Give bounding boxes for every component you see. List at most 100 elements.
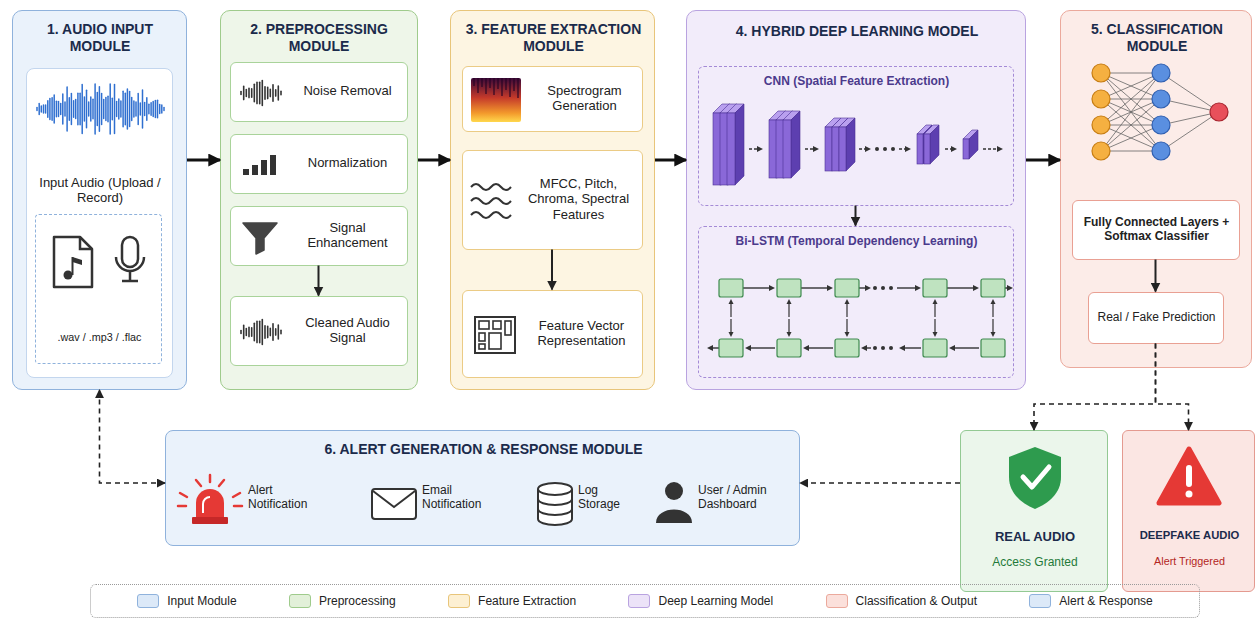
graphic-part <box>990 299 995 304</box>
graphic-part <box>471 198 511 204</box>
graphic-part <box>96 92 98 125</box>
graphic-part <box>719 279 743 297</box>
result-box: REAL AUDIOAccess Granted <box>960 430 1108 592</box>
graphic-part <box>769 111 786 120</box>
box-label: Access Granted <box>965 555 1105 569</box>
box-label: Real / Fake Prediction <box>1095 310 1219 324</box>
graphic-part <box>1186 465 1192 487</box>
graphic-part <box>272 323 274 340</box>
graphic-part <box>274 89 276 95</box>
graphic-part <box>897 287 915 288</box>
graphic-part <box>538 499 572 515</box>
graphic-part <box>846 304 847 317</box>
graphic-part <box>1005 287 1007 288</box>
box-label: .wav / .mp3 / .flac <box>36 331 163 344</box>
graphic-part <box>203 497 210 513</box>
format-box: .wav / .mp3 / .flac <box>35 214 162 364</box>
graphic-part <box>905 146 911 152</box>
text-holder: Email Notification <box>422 483 502 512</box>
graphic-part <box>73 257 83 265</box>
graphic-part <box>932 332 937 337</box>
graphic-part <box>280 91 282 95</box>
text-holder: Real / Fake Prediction <box>1095 310 1219 324</box>
graphic-part <box>1161 112 1219 125</box>
legend-swatch <box>826 594 848 608</box>
process-box: Normalization <box>230 134 408 194</box>
graphic-part <box>923 125 932 164</box>
dashed-connector <box>800 482 960 484</box>
process-box: Fully Connected Layers + Softmax Classif… <box>1072 200 1240 260</box>
graphic-part <box>875 147 879 151</box>
graphic-part <box>720 104 737 113</box>
graphic-part <box>707 345 713 351</box>
graphic-part <box>501 78 503 96</box>
legend-swatch <box>289 594 311 608</box>
text-holder: Alert Notification <box>248 483 328 512</box>
box-label: Bi-LSTM (Temporal Dependency Learning) <box>703 234 1011 248</box>
graphic-part <box>148 104 150 113</box>
network-block: Bi-LSTM (Temporal Dependency Learning) <box>698 226 1014 378</box>
graphic-part <box>87 102 89 116</box>
box-label: 3. FEATURE EXTRACTION MODULE <box>457 21 650 55</box>
graphic-part <box>1101 73 1161 151</box>
graphic-part <box>55 101 57 117</box>
arrow-connector <box>1026 159 1060 162</box>
graphic-part <box>83 97 85 121</box>
graphic-part <box>1152 142 1170 160</box>
graphic-part <box>983 148 997 149</box>
graphic-part <box>947 287 973 288</box>
graphic-part <box>234 505 242 508</box>
graphic-part <box>1101 73 1161 99</box>
graphic-part <box>873 346 877 350</box>
graphic-part <box>917 134 923 164</box>
box-label: 6. ALERT GENERATION & RESPONSE MODULE <box>176 441 791 458</box>
graphic-part <box>776 111 793 120</box>
graphic-part <box>493 321 501 329</box>
graphic-part <box>233 493 240 497</box>
graphic-part <box>44 105 46 113</box>
graphic-part <box>513 78 515 91</box>
text-holder: 3. FEATURE EXTRACTION MODULE <box>457 21 650 55</box>
graphic-part <box>924 125 939 134</box>
graphic-part <box>505 78 507 90</box>
graphic-part <box>270 155 276 175</box>
graphic-part <box>261 160 267 175</box>
text-holder: 6. ALERT GENERATION & RESPONSE MODULE <box>176 441 791 458</box>
graphic-part <box>832 118 841 171</box>
graphic-part <box>280 330 282 334</box>
graphic-part <box>981 339 1005 357</box>
process-box: Feature Vector Representation <box>462 290 643 378</box>
graphic-part <box>40 106 42 112</box>
graphic-part <box>783 111 800 120</box>
graphic-part <box>1101 73 1161 125</box>
graphic-part <box>256 321 258 342</box>
graphic-part <box>79 93 81 125</box>
graphic-part <box>777 111 786 178</box>
graphic-part <box>930 125 939 164</box>
graphic-part <box>1186 491 1193 498</box>
legend-text: Input Module <box>167 594 236 608</box>
process-box: Noise Removal <box>230 62 408 122</box>
graphic-part <box>891 147 895 151</box>
graphic-part <box>1101 73 1161 151</box>
graphic-part <box>243 223 277 254</box>
graphic-part <box>1092 142 1110 160</box>
graphic-part <box>1161 73 1219 112</box>
graphic-part <box>481 78 483 87</box>
graphic-part <box>844 332 849 337</box>
graphic-part <box>258 321 260 342</box>
graphic-part <box>827 285 833 291</box>
graphic-part <box>713 347 719 348</box>
graphic-part <box>1007 285 1013 291</box>
graphic-part <box>917 125 932 134</box>
graphic-part <box>489 78 491 88</box>
text-holder: Normalization <box>293 155 403 171</box>
graphic-part <box>923 339 947 357</box>
graphic-part <box>777 279 801 297</box>
module-panel: 4. HYBRID DEEP LEARNING MODELCNN (Spatia… <box>686 10 1026 390</box>
graphic-part <box>973 285 979 291</box>
graphic-part <box>113 84 115 133</box>
graphic-part <box>253 84 255 101</box>
graphic-part <box>102 99 104 118</box>
graphic-part <box>261 319 263 344</box>
